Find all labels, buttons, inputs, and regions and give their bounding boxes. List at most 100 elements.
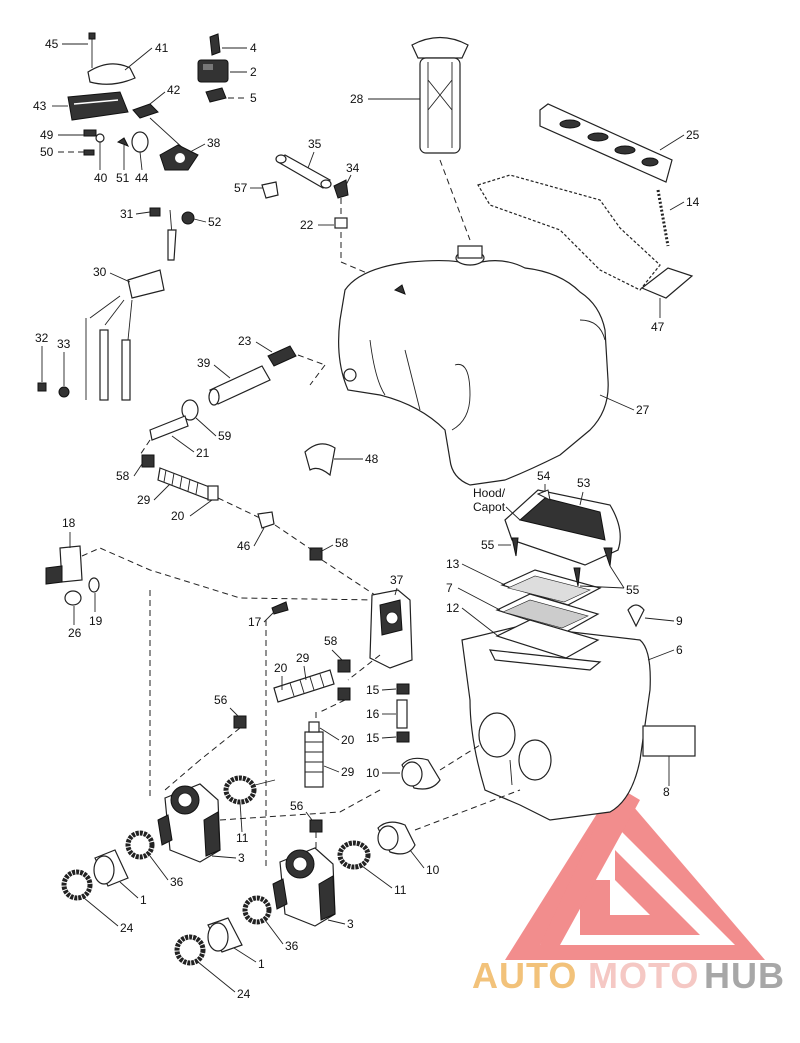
- callout-38: 38: [207, 136, 221, 150]
- callout-50: 50: [40, 145, 54, 159]
- callout-20c: 20: [341, 733, 355, 747]
- watermark-hub: HUB: [704, 955, 785, 996]
- callout-15a: 15: [366, 683, 380, 697]
- callout-58a: 58: [116, 469, 130, 483]
- carburetor-left: 3: [149, 590, 245, 865]
- callout-53: 53: [577, 476, 591, 490]
- callout-42: 42: [167, 83, 181, 97]
- callout-18: 18: [62, 516, 76, 530]
- callout-6: 6: [676, 643, 683, 657]
- callout-45: 45: [45, 37, 59, 51]
- callout-33: 33: [57, 337, 71, 351]
- triangle-m-logo-icon: [505, 785, 765, 960]
- callout-10b: 10: [426, 863, 440, 877]
- callout-47: 47: [651, 320, 665, 334]
- callout-29b: 29: [296, 651, 310, 665]
- fuel-hose-upper-group: 58 29 20: [116, 454, 261, 523]
- clamp-group-11: 11 11: [223, 775, 407, 897]
- callout-22: 22: [300, 218, 314, 232]
- intake-boot-group-upper: 36 1 24: [61, 830, 184, 935]
- vent-tube-group: 35 34 57 22: [234, 137, 396, 286]
- callout-20a: 20: [171, 509, 185, 523]
- fuel-filter-group: 15 16 15: [366, 683, 410, 745]
- callout-54: 54: [537, 469, 551, 483]
- callout-36a: 36: [170, 875, 184, 889]
- primer-group: 46 58 18 26 19: [45, 511, 381, 640]
- decal-label: 8: [642, 725, 696, 799]
- callout-1b: 1: [258, 957, 265, 971]
- callout-24b: 24: [237, 987, 251, 1001]
- callout-28: 28: [350, 92, 364, 106]
- intake-boot-group-lower: 36 1 24: [174, 895, 299, 1001]
- callout-9: 9: [676, 614, 683, 628]
- callout-23: 23: [238, 334, 252, 348]
- callout-29c: 29: [341, 765, 355, 779]
- watermark-moto: MOTO: [588, 955, 699, 996]
- callout-39: 39: [197, 356, 211, 370]
- callout-43: 43: [33, 99, 47, 113]
- callout-3a: 3: [238, 851, 245, 865]
- callout-5: 5: [250, 91, 257, 105]
- callout-14: 14: [686, 195, 700, 209]
- watermark-auto: AUTO: [472, 955, 577, 996]
- callout-11a: 11: [236, 831, 249, 845]
- carburetor-right: 3: [265, 620, 354, 931]
- callout-51: 51: [116, 171, 130, 185]
- callout-4: 4: [250, 41, 257, 55]
- fuel-valve-group: 23 39 59 21: [139, 334, 326, 460]
- callout-10a: 10: [366, 766, 380, 780]
- callout-group-top-left: 45 41 4 2 5 43 42 49 50 38 40 51 44: [33, 37, 257, 185]
- throttle-housing-group: [67, 32, 199, 171]
- callout-30: 30: [93, 265, 107, 279]
- callout-21: 21: [196, 446, 210, 460]
- callout-55b: 55: [626, 583, 640, 597]
- callout-44: 44: [135, 171, 149, 185]
- callout-58b: 58: [335, 536, 349, 550]
- hood-label-line2: Capot: [473, 500, 506, 514]
- fuel-hose-middle-group: 20 29 58 56: [164, 634, 351, 791]
- callout-46: 46: [237, 539, 251, 553]
- callout-48: 48: [365, 452, 379, 466]
- callout-26: 26: [68, 626, 82, 640]
- choke-cable-group: 31 52 30 32 33: [35, 207, 222, 401]
- callout-25: 25: [686, 128, 700, 142]
- hood-label-line1: Hood/: [473, 486, 506, 500]
- fuel-hose-vertical: 20 29 56: [290, 712, 355, 860]
- air-silencer-hood: Hood/ Capot 54 53 55 55: [473, 469, 640, 597]
- callout-56b: 56: [290, 799, 304, 813]
- callout-57: 57: [234, 181, 248, 195]
- hose-routing-lines: [219, 654, 381, 821]
- callout-16: 16: [366, 707, 380, 721]
- tank-strap-clip: 48: [304, 443, 379, 477]
- callout-52: 52: [208, 215, 222, 229]
- callout-34: 34: [346, 161, 360, 175]
- callout-7: 7: [446, 581, 453, 595]
- fuel-gauge-sender: 28: [350, 36, 471, 241]
- callout-40: 40: [94, 171, 108, 185]
- callout-37: 37: [390, 573, 404, 587]
- callout-35: 35: [308, 137, 322, 151]
- callout-24a: 24: [120, 921, 134, 935]
- callout-31: 31: [120, 207, 134, 221]
- callout-15b: 15: [366, 731, 380, 745]
- callout-55a: 55: [481, 538, 495, 552]
- callout-56a: 56: [214, 693, 228, 707]
- air-silencer-box: 6: [461, 625, 683, 821]
- callout-59: 59: [218, 429, 232, 443]
- callout-29a: 29: [137, 493, 151, 507]
- callout-13: 13: [446, 557, 460, 571]
- callout-2: 2: [250, 65, 257, 79]
- callout-19: 19: [89, 614, 103, 628]
- tank-bracket-group: 25 14 47: [477, 103, 700, 334]
- callout-58c: 58: [324, 634, 338, 648]
- callout-49: 49: [40, 128, 54, 142]
- callout-12: 12: [446, 601, 460, 615]
- fuel-pump: 37 17: [248, 573, 413, 669]
- callout-17: 17: [248, 615, 262, 629]
- callout-20b: 20: [274, 661, 288, 675]
- callout-3b: 3: [347, 917, 354, 931]
- callout-11b: 11: [394, 883, 407, 897]
- callout-1a: 1: [140, 893, 147, 907]
